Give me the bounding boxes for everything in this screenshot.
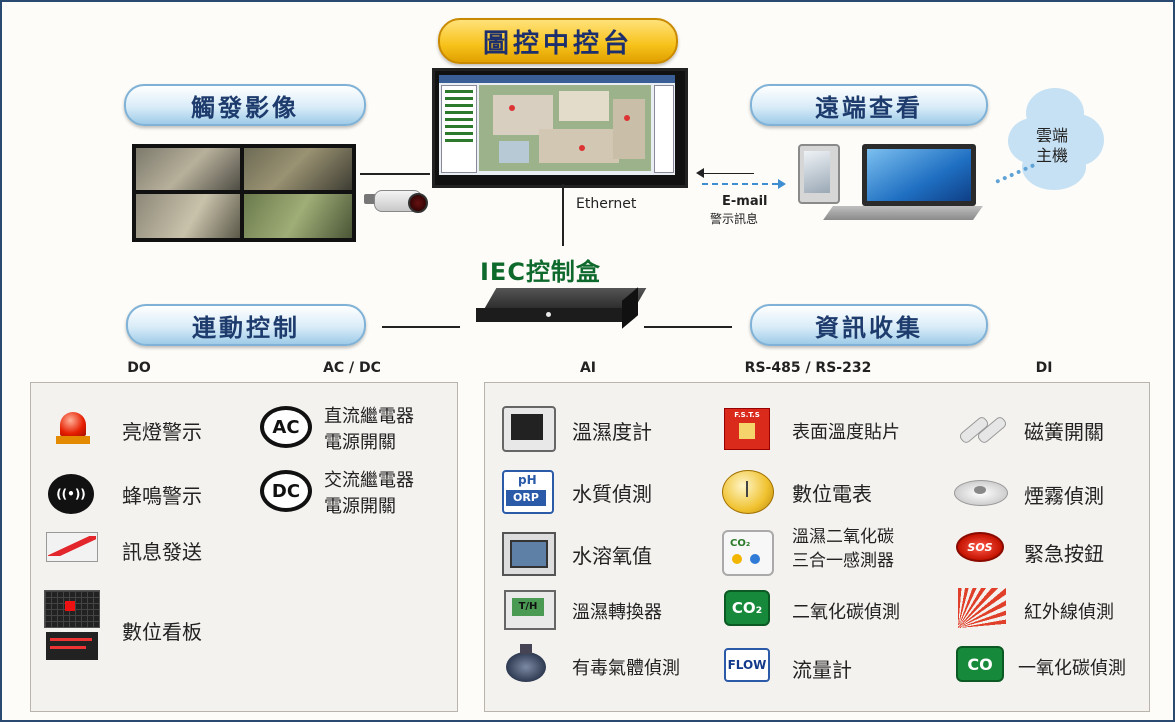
ph-text: pH <box>518 473 537 487</box>
header-do: DO <box>127 360 151 376</box>
water-quality-icon: pH ORP <box>502 470 554 514</box>
iec-box-label: IEC控制盒 <box>480 258 601 286</box>
ai-item-water-quality: 水質偵測 <box>572 482 652 506</box>
rs-item-combo-sensor-line2: 三合一感測器 <box>792 551 894 571</box>
co2-combo-text: CO₂ <box>730 538 751 549</box>
section-remote-view: 遠端查看 <box>750 84 988 126</box>
di-item-co-detect: 一氧化碳偵測 <box>1018 658 1126 679</box>
acdc-item-1-line1: 直流繼電器 <box>324 406 414 427</box>
infrared-sensor-icon <box>958 588 1006 628</box>
do-item-message-send: 訊息發送 <box>122 540 202 564</box>
ai-item-toxic-gas: 有毒氣體偵測 <box>572 658 680 679</box>
iec-control-box-device <box>472 287 647 336</box>
header-acdc: AC / DC <box>323 360 381 376</box>
panel-info-sensors <box>484 382 1150 712</box>
co2-th-combo-sensor-icon: CO₂ <box>722 530 774 576</box>
di-item-smoke-detect: 煙霧偵測 <box>1024 484 1104 508</box>
cloud-host-icon <box>1008 88 1104 192</box>
connector-line-trigger <box>360 173 430 175</box>
section-trigger-label: 觸發影像 <box>191 93 299 122</box>
fsts-text: F.S.T.S <box>734 411 760 419</box>
reed-switch-icon <box>956 412 1009 448</box>
header-di: DI <box>1035 360 1053 376</box>
co2-sensor-icon: CO₂ <box>724 590 770 626</box>
digital-meter-icon <box>722 470 774 514</box>
rs-item-surface-temp: 表面溫度貼片 <box>792 422 900 443</box>
rs-item-flow-meter: 流量計 <box>792 658 852 682</box>
section-remote-label: 遠端查看 <box>815 93 923 122</box>
thermo-hygrometer-icon <box>502 406 556 452</box>
flow-meter-icon: FLOW <box>724 648 770 682</box>
acdc-item-1-line2: 電源開關 <box>324 432 396 453</box>
tablet-device <box>798 144 840 204</box>
connector-line-ethernet <box>562 184 564 246</box>
smoke-detector-icon <box>954 474 1008 508</box>
digital-board-icon <box>44 590 100 662</box>
cloud-label-line2: 主機 <box>1036 146 1069 165</box>
ac-badge-icon: AC <box>260 406 312 448</box>
section-info-collect: 資訊收集 <box>750 304 988 346</box>
section-linkage-control: 連動控制 <box>126 304 366 346</box>
rs-item-combo-sensor-line1: 溫濕二氧化碳 <box>792 527 894 547</box>
dissolved-oxygen-icon <box>502 532 556 576</box>
alert-message-label: 警示訊息 <box>710 212 759 226</box>
dashed-arrow-line <box>702 183 778 185</box>
do-item-light-alarm: 亮燈警示 <box>122 420 202 444</box>
do-item-buzzer-alarm: 蜂鳴警示 <box>122 484 202 508</box>
page-title: 圖控中控台 <box>482 28 633 59</box>
acdc-item-2-line2: 電源開關 <box>324 496 396 517</box>
th-text: T/H <box>512 598 544 616</box>
connector-line-linkage <box>382 326 460 328</box>
buzzer-icon: ((•)) <box>48 474 94 514</box>
alarm-light-icon <box>50 408 98 448</box>
sos-button-icon: SOS <box>956 532 1004 562</box>
panel-linkage-outputs <box>30 382 458 712</box>
email-label: E-mail <box>722 194 768 209</box>
message-envelope-icon <box>46 532 100 562</box>
surface-temp-patch-icon: F.S.T.S <box>724 408 770 450</box>
title-pill: 圖控中控台 <box>438 18 678 64</box>
security-camera-icon <box>364 186 428 216</box>
section-linkage-label: 連動控制 <box>192 313 300 342</box>
toxic-gas-sensor-icon <box>502 644 552 688</box>
floor-plan-image <box>479 85 651 171</box>
section-trigger-image: 觸發影像 <box>124 84 366 126</box>
ethernet-label: Ethernet <box>576 196 637 212</box>
header-rs: RS-485 / RS-232 <box>744 360 872 376</box>
co-sensor-icon: CO <box>956 646 1004 682</box>
cloud-label-line1: 雲端 <box>1036 126 1069 145</box>
connector-line-remote <box>702 173 754 174</box>
di-item-emergency-button: 緊急按鈕 <box>1024 542 1104 566</box>
ai-item-thermo-hygrometer: 溫濕度計 <box>572 420 652 444</box>
do-item-digital-board: 數位看板 <box>122 620 202 644</box>
control-console-monitor <box>432 68 688 188</box>
connector-line-collect <box>644 326 732 328</box>
laptop-device <box>818 144 983 228</box>
ai-item-th-transmitter: 溫濕轉換器 <box>572 602 662 623</box>
di-item-reed-switch: 磁簧開關 <box>1024 420 1104 444</box>
ai-item-dissolved-oxygen: 水溶氧值 <box>572 544 652 568</box>
acdc-item-2-line1: 交流繼電器 <box>324 470 414 491</box>
rs-item-co2-detect: 二氧化碳偵測 <box>792 602 900 623</box>
di-item-infrared-detect: 紅外線偵測 <box>1024 602 1114 623</box>
th-transmitter-icon: T/H <box>504 590 556 630</box>
orp-text: ORP <box>506 490 546 506</box>
cctv-image-grid <box>132 144 356 242</box>
rs-item-digital-meter: 數位電表 <box>792 482 872 506</box>
monitor-screen <box>439 75 675 175</box>
header-ai: AI <box>579 360 597 376</box>
arrow-right-icon <box>778 179 786 189</box>
dc-badge-icon: DC <box>260 470 312 512</box>
arrow-left-icon <box>696 168 704 178</box>
section-collect-label: 資訊收集 <box>815 313 923 342</box>
